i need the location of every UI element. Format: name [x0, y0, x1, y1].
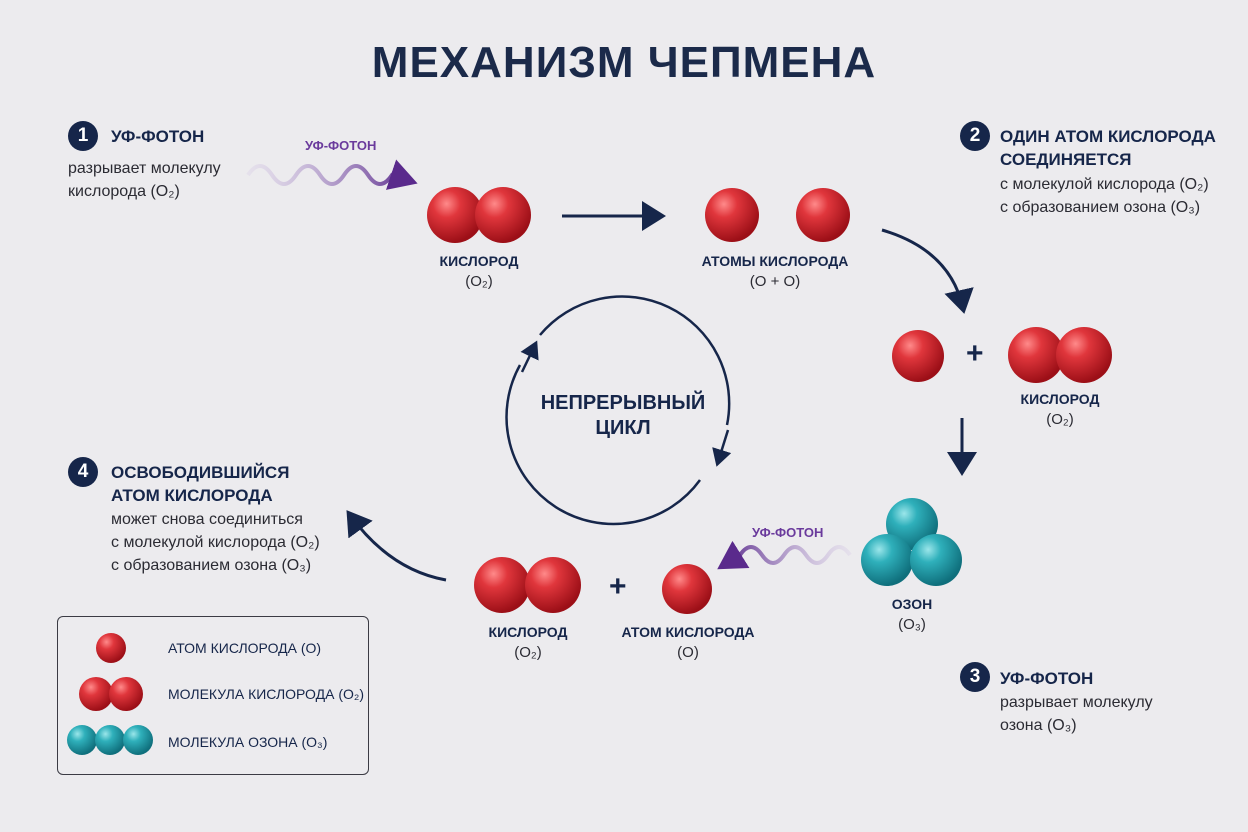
step-3-number: 3 — [960, 662, 990, 692]
photon-wave-2 — [717, 540, 852, 570]
step-3-text-1: разрывает молекулу — [1000, 694, 1153, 711]
legend-atom-label: АТОМ КИСЛОРОДА (O) — [168, 640, 322, 656]
step-1-number: 1 — [68, 121, 98, 151]
legend-box — [57, 616, 369, 775]
legend-o2-icon — [79, 677, 143, 711]
o2-molecule-bottom — [474, 557, 581, 613]
formula-ozone: (O₃) — [898, 616, 926, 633]
photon-label-2: УФ-ФОТОН — [752, 525, 824, 540]
step-2-heading-1: ОДИН АТОМ КИСЛОРОДА — [1000, 127, 1216, 146]
step-2-heading-2: СОЕДИНЯЕТСЯ — [1000, 150, 1132, 169]
oxygen-atom-bottom — [662, 564, 712, 614]
step-4-text-2: с молекулой кислорода (O₂) — [111, 534, 320, 551]
legend-atom-icon — [96, 633, 126, 663]
label-o2-top: КИСЛОРОД — [439, 253, 519, 269]
arrow-curve-left — [346, 510, 447, 582]
page-title: МЕХАНИЗМ ЧЕПМЕНА — [371, 38, 877, 87]
o2-molecule-top — [427, 187, 531, 243]
formula-atom-bottom: (O) — [677, 644, 699, 661]
formula-atoms-top: (O + O) — [749, 273, 801, 290]
photon-label-1: УФ-ФОТОН — [305, 138, 377, 153]
label-ozone: ОЗОН — [891, 596, 933, 612]
ozone-molecule — [861, 498, 962, 586]
step-1-text-2: кислорода (O₂) — [68, 183, 180, 200]
oxygen-atom-top-1 — [705, 188, 759, 242]
step-1-heading: УФ-ФОТОН — [111, 127, 205, 146]
oxygen-atom-top-2 — [796, 188, 850, 242]
arrow-curve-right — [881, 228, 974, 314]
formula-o2-right: (O₂) — [1046, 411, 1074, 428]
step-4-text-1: может снова соединиться — [111, 511, 303, 528]
step-4-heading-1: ОСВОБОДИВШИЙСЯ — [111, 463, 290, 482]
photon-wave-1 — [246, 159, 418, 190]
label-o2-bottom: КИСЛОРОД — [488, 624, 568, 640]
cycle-label-2: ЦИКЛ — [595, 417, 651, 439]
step-2-number: 2 — [960, 121, 990, 151]
o2-molecule-right — [1008, 327, 1112, 383]
cycle-ring — [505, 295, 732, 526]
plus-bottom: + — [609, 570, 627, 603]
step-4-text-3: с образованием озона (O₃) — [111, 557, 312, 574]
step-4-number: 4 — [68, 457, 98, 487]
label-atoms-top: АТОМЫ КИСЛОРОДА — [701, 253, 849, 269]
step-4-heading-2: АТОМ КИСЛОРОДА — [111, 486, 273, 505]
formula-o2-bottom: (O₂) — [514, 644, 542, 661]
step-1-text-1: разрывает молекулу — [68, 160, 221, 177]
legend-o3-label: МОЛЕКУЛА ОЗОНА (O₃) — [168, 734, 328, 750]
formula-o2-top: (O₂) — [465, 273, 493, 290]
step-2-text-2: с образованием озона (O₃) — [1000, 199, 1201, 216]
step-3-text-2: озона (O₃) — [1000, 717, 1077, 734]
legend-o2-label: МОЛЕКУЛА КИСЛОРОДА (O₂) — [168, 686, 364, 702]
plus-right: + — [966, 337, 984, 370]
label-atom-bottom: АТОМ КИСЛОРОДА — [621, 624, 755, 640]
step-2-text-1: с молекулой кислорода (O₂) — [1000, 176, 1209, 193]
oxygen-atom-right — [892, 330, 944, 382]
cycle-label-1: НЕПРЕРЫВНЫЙ — [540, 392, 706, 414]
label-o2-right: КИСЛОРОД — [1020, 391, 1100, 407]
step-3-heading: УФ-ФОТОН — [1000, 669, 1094, 688]
legend-ozone-icon — [67, 725, 153, 755]
